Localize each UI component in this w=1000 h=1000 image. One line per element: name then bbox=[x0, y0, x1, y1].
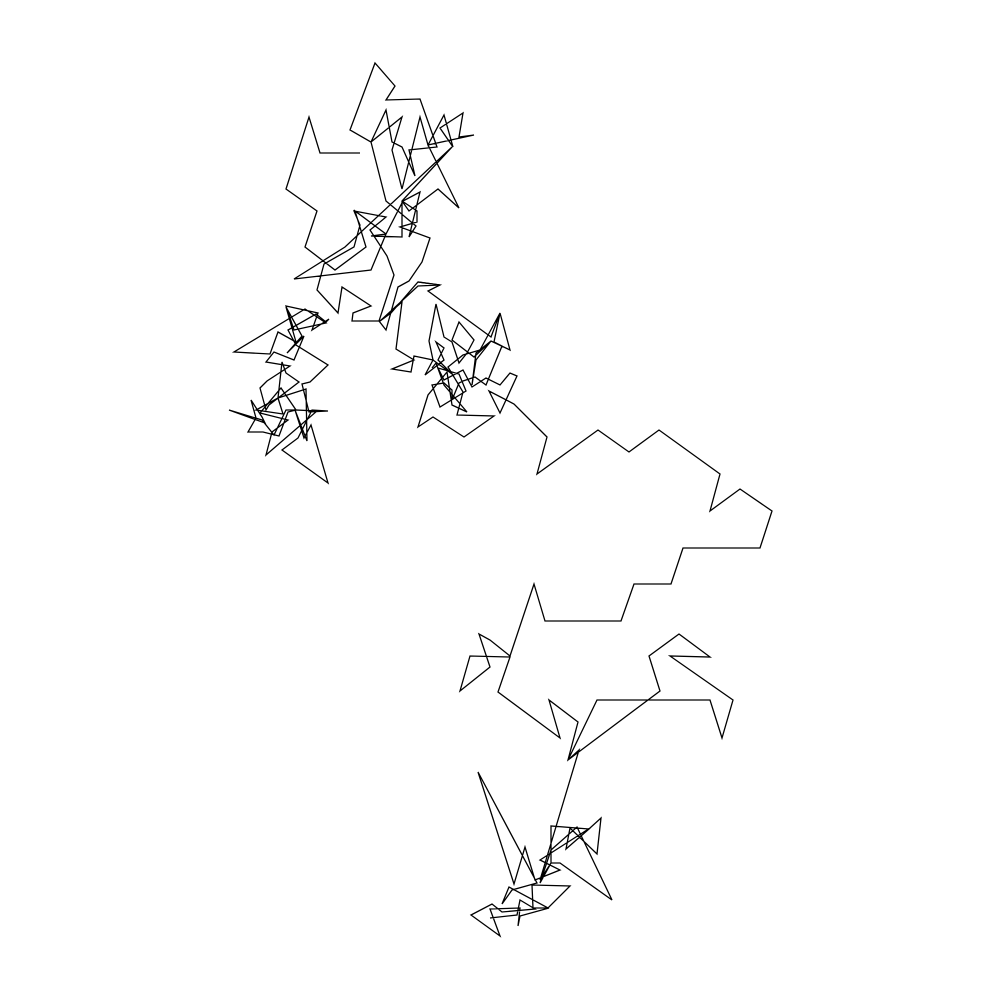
random-walk-path bbox=[285, 61, 773, 938]
random-walk-path-segment-left bbox=[228, 305, 330, 485]
random-walk-path-segment-center bbox=[416, 281, 501, 438]
